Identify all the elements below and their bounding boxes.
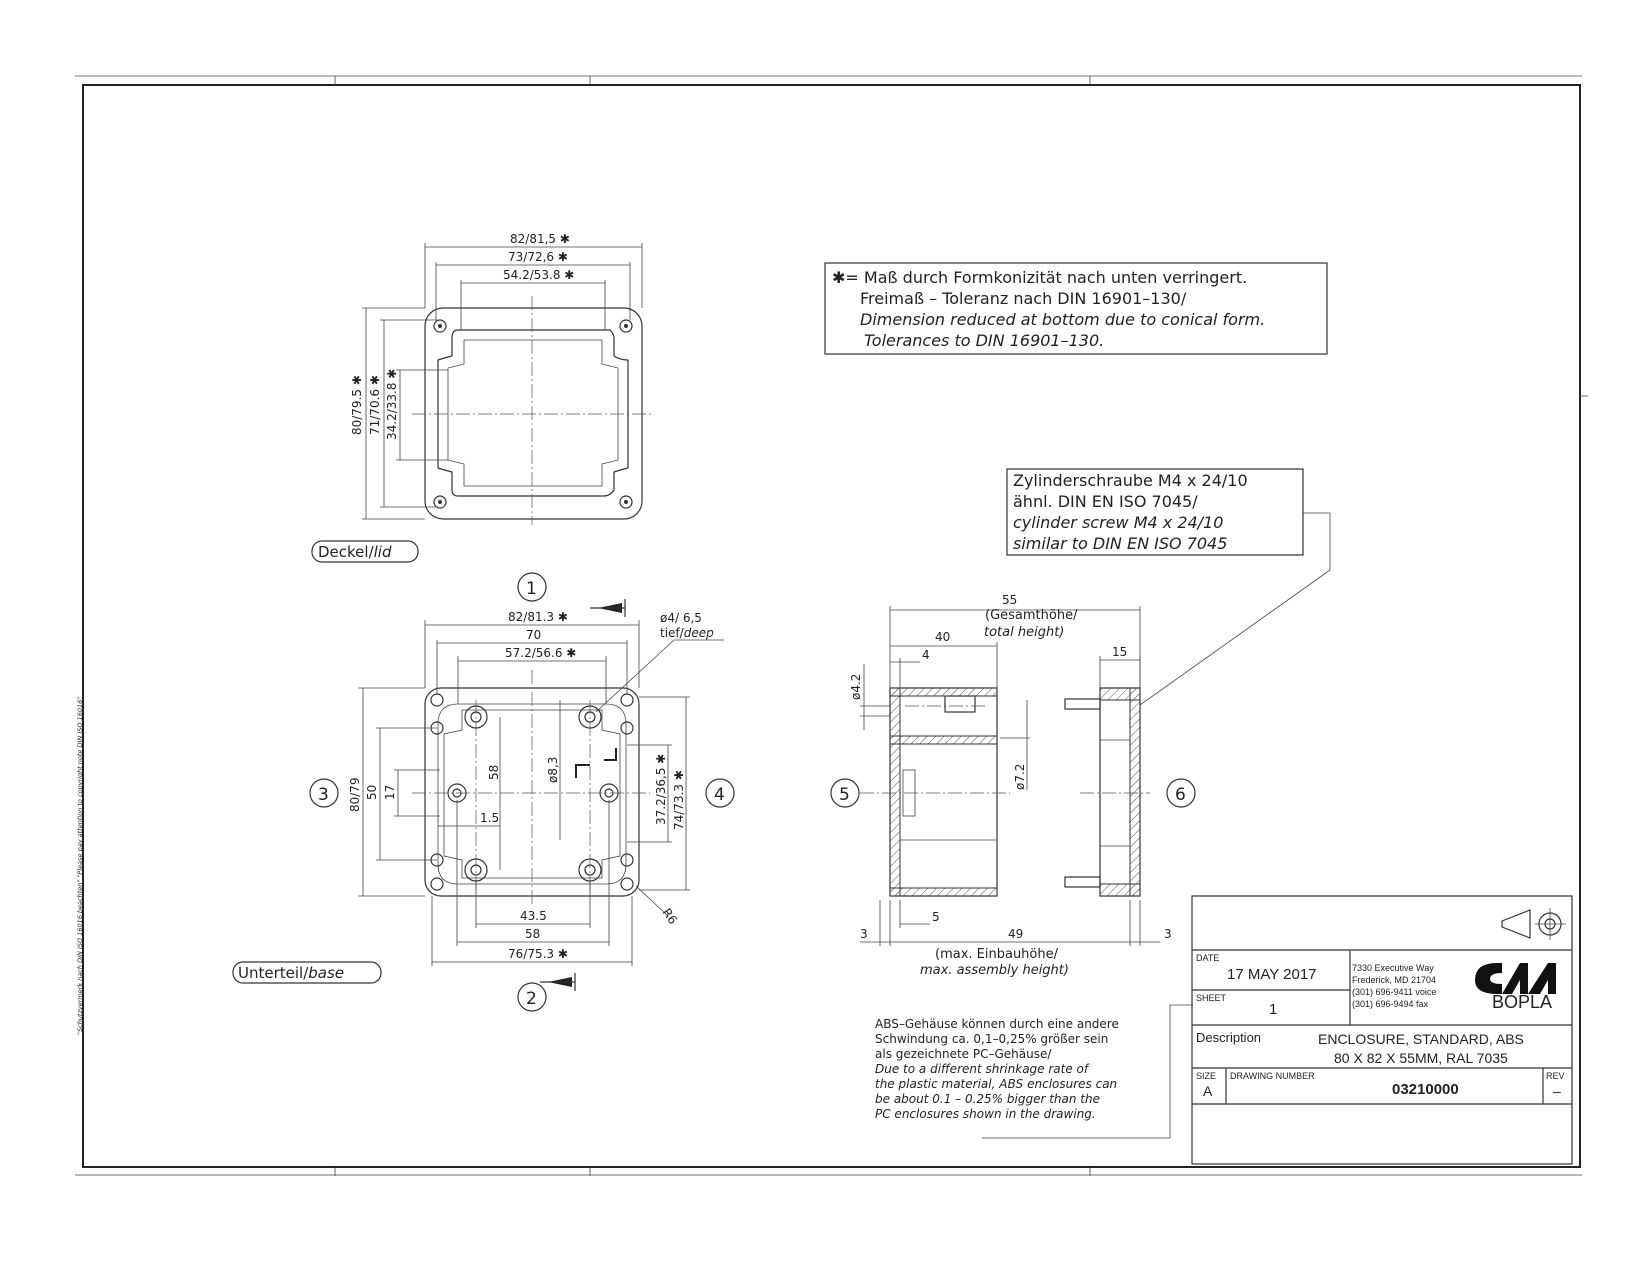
- svg-text:Dimension reduced at bottom du: Dimension reduced at bottom due to conic…: [860, 310, 1265, 329]
- side-dim-40: 40: [935, 630, 950, 644]
- size-value: A: [1203, 1083, 1213, 1099]
- view-marker-4: 4: [705, 778, 735, 808]
- svg-text:5: 5: [839, 785, 850, 805]
- title-block: BOPLA: [1191, 895, 1573, 1165]
- svg-text:similar to DIN EN ISO 7045: similar to DIN EN ISO 7045: [1013, 534, 1227, 553]
- side-dim-3-right: 3: [1164, 927, 1172, 941]
- description-label: Description: [1196, 1030, 1261, 1045]
- base-dim-dia-8-3: ø8,3: [546, 757, 560, 783]
- address-line-4: (301) 696-9494 fax: [1352, 999, 1429, 1009]
- side-section-view: [860, 606, 1160, 946]
- side-assembly-height-de: (max. Einbauhöhe/: [935, 947, 1059, 962]
- svg-text:BOPLA: BOPLA: [1492, 992, 1552, 1012]
- svg-text:Freimaß – Toleranz nach DIN 1: Freimaß – Toleranz nach DIN 16901–130/: [860, 289, 1187, 308]
- base-dim-radius: R6: [660, 906, 681, 927]
- svg-text:the plastic material, ABS encl: the plastic material, ABS enclosures can: [875, 1077, 1117, 1091]
- svg-text:ähnl. DIN EN ISO 7045/: ähnl. DIN EN ISO 7045/: [1013, 492, 1198, 511]
- side-dim-49: 49: [1008, 927, 1023, 941]
- address-line-2: Frederick, MD 21704: [1352, 975, 1436, 985]
- tolerance-note-box: ✱= Maß durch Formkonizität nach unten ve…: [824, 262, 1328, 355]
- drawing-number-value: 03210000: [1392, 1081, 1459, 1098]
- view-marker-1: 1: [517, 572, 547, 602]
- base-dim-1-5: 1.5: [480, 811, 499, 825]
- abs-shrinkage-note: ABS–Gehäuse können durch eine andere Sch…: [875, 1004, 1193, 1139]
- view-marker-3: 3: [309, 778, 339, 808]
- address-line-1: 7330 Executive Way: [1352, 963, 1434, 973]
- base-dim-height-17: 17: [383, 785, 397, 800]
- svg-text:ABS–Gehäuse können durch eine: ABS–Gehäuse können durch eine andere: [875, 1017, 1119, 1031]
- sheet-value: 1: [1269, 1001, 1277, 1018]
- svg-text:Schwindung ca. 0,1–0,25% größe: Schwindung ca. 0,1–0,25% größer sein: [875, 1032, 1108, 1046]
- lid-dim-width-inner: 54.2/53.8 ✱: [503, 268, 574, 282]
- svg-text:4: 4: [714, 785, 725, 805]
- screw-note-box: Zylinderschraube M4 x 24/10 ähnl. DIN EN…: [1006, 468, 1331, 706]
- base-view: [358, 599, 724, 991]
- svg-text:Zylinderschraube M4 x 24/10: Zylinderschraube M4 x 24/10: [1013, 471, 1248, 490]
- sheet-label: SHEET: [1196, 993, 1227, 1003]
- svg-text:✱= Maß durch Formkonizität nac: ✱= Maß durch Formkonizität nach unten ve…: [832, 268, 1247, 287]
- base-dim-height-58: 58: [487, 765, 501, 780]
- base-dim-43-5: 43.5: [520, 909, 547, 923]
- base-dim-58-bottom: 58: [525, 927, 540, 941]
- side-dim-dia-7-2: ø7.2: [1013, 764, 1027, 790]
- lid-view-label: Deckel/lid: [311, 540, 419, 563]
- base-dim-width-inner: 57.2/56.6 ✱: [505, 646, 576, 660]
- svg-text:2: 2: [526, 989, 537, 1009]
- bopla-logo: BOPLA: [1475, 963, 1556, 1012]
- side-dim-5: 5: [932, 910, 940, 924]
- base-dim-height-74: 74/73.3 ✱: [672, 770, 686, 830]
- lid-dim-height-inner: 34.2/33.8 ✱: [385, 369, 399, 440]
- svg-text:Unterteil/base: Unterteil/base: [238, 964, 344, 982]
- svg-text:1: 1: [526, 579, 537, 599]
- projection-symbol-icon: [1501, 908, 1566, 940]
- side-lid-view: [1064, 656, 1150, 897]
- drawing-number-label: DRAWING NUMBER: [1230, 1071, 1315, 1081]
- side-dim-3-left: 3: [860, 927, 868, 941]
- rev-value: –: [1553, 1083, 1561, 1099]
- lid-dim-height-mid: 71/70.6 ✱: [368, 375, 382, 435]
- view-marker-2: 2: [517, 982, 547, 1012]
- side-dim-4: 4: [922, 648, 930, 662]
- description-line-1: ENCLOSURE, STANDARD, ABS: [1318, 1031, 1524, 1047]
- svg-text:Due to a different shrinkage r: Due to a different shrinkage rate of: [875, 1062, 1090, 1076]
- base-dim-height-outer: 80/79: [348, 777, 362, 812]
- sheet-frame: [75, 75, 1588, 1176]
- lid-dim-width-outer: 82/81,5 ✱: [510, 232, 570, 246]
- rev-label: REV: [1546, 1071, 1565, 1081]
- base-hole-note: ø4/ 6,5: [660, 611, 702, 625]
- base-hole-depth-note: tief/deep: [660, 626, 714, 640]
- side-total-height-en: total height): [984, 625, 1064, 640]
- svg-text:als gezeichnete PC–Gehäuse/: als gezeichnete PC–Gehäuse/: [875, 1047, 1052, 1061]
- svg-text:3: 3: [318, 785, 329, 805]
- lid-dim-height-outer: 80/79.5 ✱: [350, 375, 364, 435]
- svg-text:6: 6: [1175, 785, 1186, 805]
- side-assembly-height-en: max. assembly height): [920, 963, 1069, 978]
- date-label: DATE: [1196, 953, 1219, 963]
- side-dim-55: 55: [1002, 593, 1017, 607]
- date-value: 17 MAY 2017: [1227, 966, 1317, 983]
- size-label: SIZE: [1196, 1071, 1216, 1081]
- address-line-3: (301) 696-9411 voice: [1352, 987, 1436, 997]
- base-view-label: Unterteil/base: [232, 961, 382, 984]
- base-dim-height-37: 37.2/36,5 ✱: [654, 754, 668, 825]
- svg-text:PC enclosures shown in the dra: PC enclosures shown in the drawing.: [875, 1107, 1096, 1121]
- description-line-2: 80 X 82 X 55MM, RAL 7035: [1334, 1050, 1508, 1066]
- view-marker-6: 6: [1166, 778, 1196, 808]
- svg-text:be about 0.1 – 0.25% bigger th: be about 0.1 – 0.25% bigger than the: [875, 1092, 1100, 1106]
- base-dim-width-bottom: 76/75.3 ✱: [508, 947, 568, 961]
- svg-text:cylinder screw M4 x 24/10: cylinder screw M4 x 24/10: [1013, 513, 1223, 532]
- base-dim-width-70: 70: [526, 628, 541, 642]
- view-marker-5: 5: [830, 778, 860, 808]
- base-dim-height-50: 50: [365, 785, 379, 800]
- side-dim-dia-4-2: ø4.2: [849, 674, 863, 700]
- svg-text:Tolerances to DIN 16901–130.: Tolerances to DIN 16901–130.: [864, 331, 1104, 350]
- svg-text:Deckel/lid: Deckel/lid: [318, 543, 392, 561]
- side-dim-15: 15: [1112, 645, 1127, 659]
- side-total-height-de: (Gesamthöhe/: [985, 608, 1078, 623]
- lid-dim-width-mid: 73/72,6 ✱: [508, 250, 568, 264]
- lid-view: [362, 243, 652, 525]
- copyright-note: "Schutzvermerk nach DIN ISO 16016 beacht…: [76, 697, 84, 1035]
- base-dim-width-outer: 82/81.3 ✱: [508, 610, 568, 624]
